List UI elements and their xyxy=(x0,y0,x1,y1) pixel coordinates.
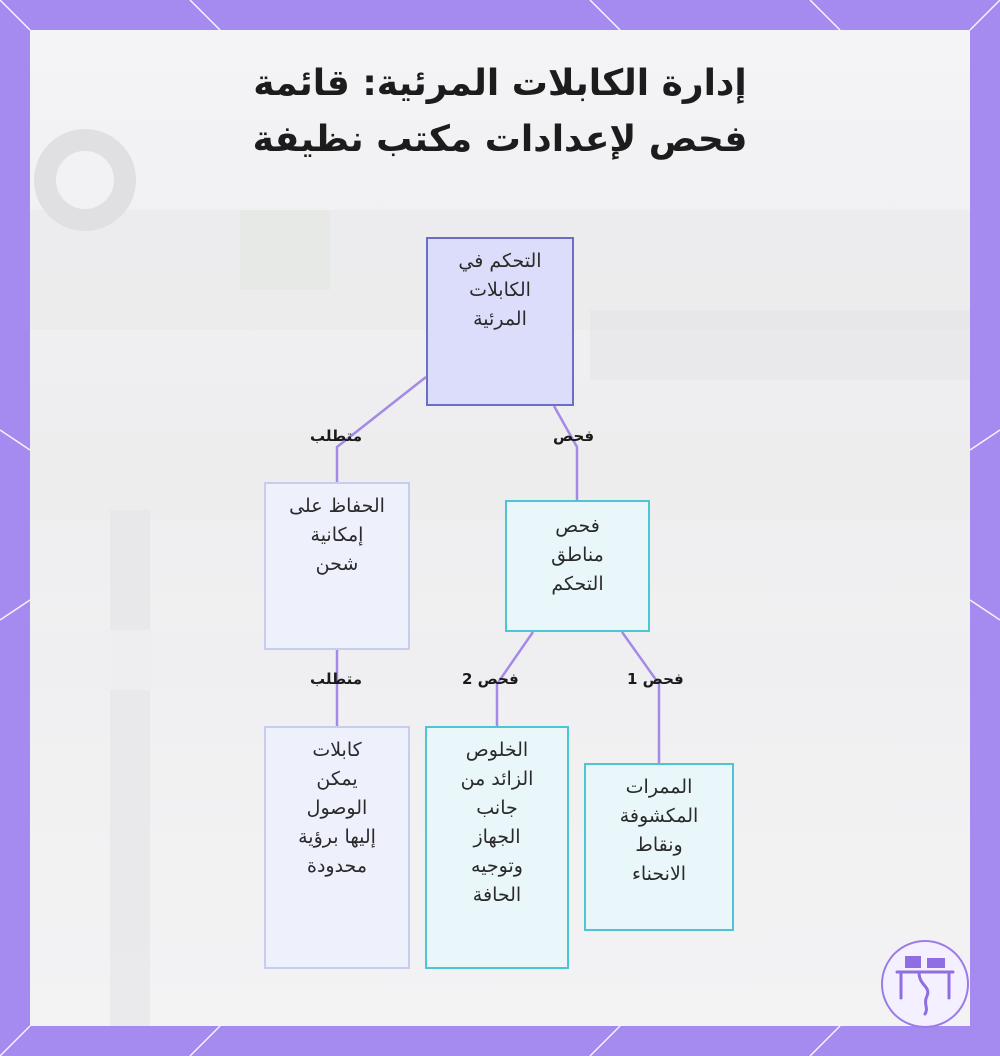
page-title: إدارة الكابلات المرئية: قائمة فحص لإعداد… xyxy=(0,56,1000,168)
edge-root-left xyxy=(335,376,427,482)
node-visible-cable-control: التحكم في الكابلات المرئية xyxy=(426,237,574,406)
node-text-line: فحص xyxy=(555,515,600,537)
node-text-line: إليها برؤية xyxy=(298,826,376,848)
node-text-line: الوصول xyxy=(306,797,368,819)
node-text-line: الحافة xyxy=(472,884,522,906)
node-text-line: يمكن xyxy=(316,768,358,790)
desk-cable-logo-icon xyxy=(881,940,969,1028)
node-text-line: الحفاظ على xyxy=(289,495,385,517)
node-charging-access: الحفاظ على إمكانية شحن xyxy=(264,482,410,650)
node-text-line: كابلات xyxy=(312,739,362,761)
node-text-line: شحن xyxy=(315,553,359,575)
node-check-control-zones: فحص مناطق التحكم xyxy=(505,500,650,632)
node-text-line: وتوجيه xyxy=(471,855,523,877)
node-text-line: المكشوفة xyxy=(619,805,699,827)
title-line-2: فحص لإعدادات مكتب نظيفة xyxy=(252,119,748,160)
edge-label-mid-lr: فحص 1 xyxy=(627,670,684,688)
edge-mid-lr xyxy=(620,631,661,763)
edge-label-root-mid: فحص xyxy=(553,427,595,445)
node-text-line: الجهاز xyxy=(473,826,521,848)
node-text-line: جانب xyxy=(476,797,518,819)
node-text-line: التحكم xyxy=(551,573,604,595)
node-text-line: مناطق xyxy=(551,544,604,566)
edge-label-mid-lm: فحص 2 xyxy=(462,670,519,688)
node-side-clearance: الخلوص الزائد من جانب الجهاز وتوجيه الحا… xyxy=(425,726,569,969)
node-text-line: المرئية xyxy=(473,308,527,330)
node-text-line: الانحناء xyxy=(631,863,687,885)
node-text-line: محدودة xyxy=(306,855,367,877)
node-text-line: الخلوص xyxy=(465,739,529,761)
node-text-line: إمكانية xyxy=(310,524,364,546)
title-line-1: إدارة الكابلات المرئية: قائمة xyxy=(253,63,747,104)
node-text-line: ونقاط xyxy=(635,834,683,856)
node-exposed-paths: الممرات المكشوفة ونقاط الانحناء xyxy=(584,763,734,931)
node-text-line: الكابلات xyxy=(469,279,531,301)
node-text-line: التحكم في xyxy=(458,250,542,272)
edge-label-root-left: متطلب xyxy=(310,427,363,445)
node-text-line: الممرات xyxy=(625,776,693,798)
edge-root-mid xyxy=(552,405,579,500)
node-text-line: الزائد من xyxy=(460,768,534,790)
edge-mid-lm xyxy=(495,631,535,726)
node-accessible-cables: كابلات يمكن الوصول إليها برؤية محدودة xyxy=(264,726,410,969)
edge-label-left-ll: متطلب xyxy=(310,670,363,688)
